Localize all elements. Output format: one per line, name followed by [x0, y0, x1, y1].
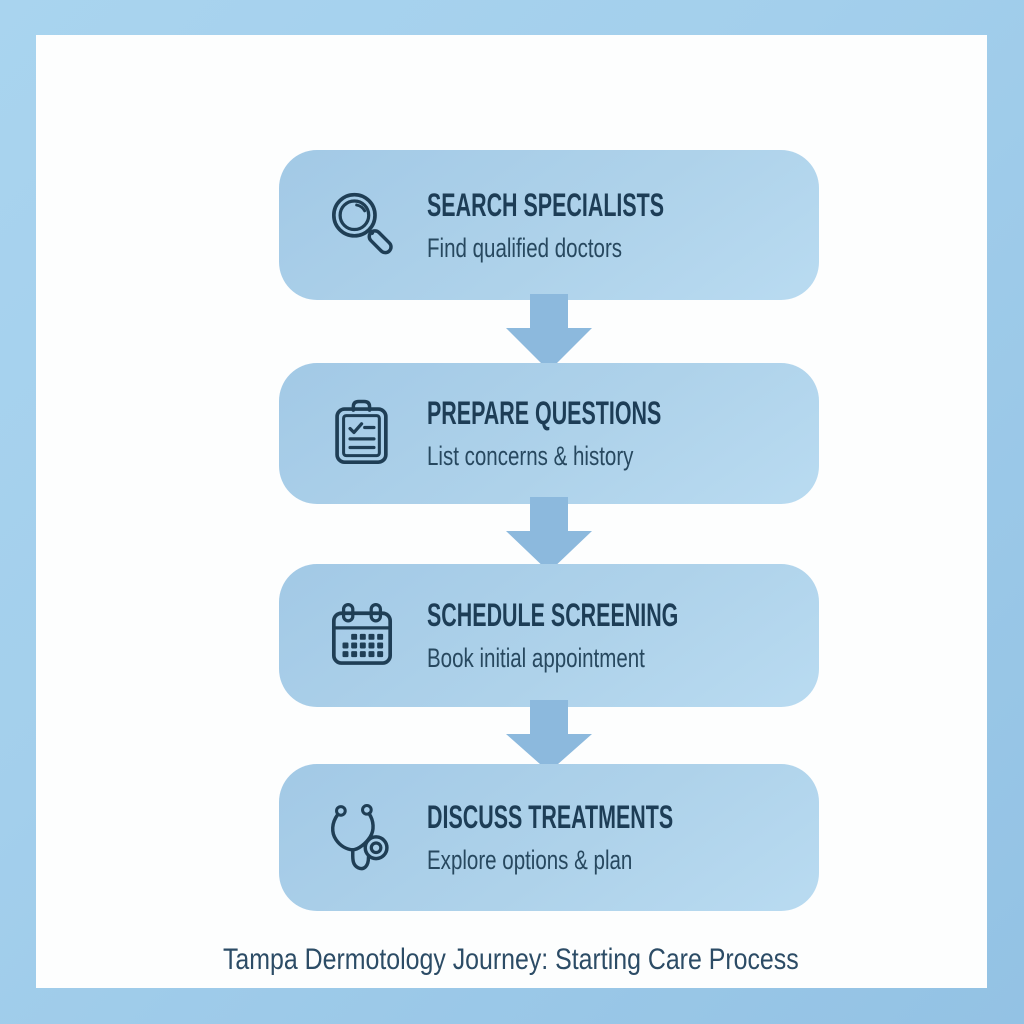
step-text-block: DISCUSS TREATMENTS Explore options & pla… [427, 799, 794, 876]
clipboard-icon [323, 395, 401, 473]
diagram-caption: Tampa Dermotology Journey: Starting Care… [72, 943, 950, 977]
step-text-block: PREPARE QUESTIONS List concerns & histor… [427, 395, 777, 472]
step-title: SEARCH SPECIALISTS [427, 186, 665, 223]
step-title: SCHEDULE SCREENING [427, 597, 679, 633]
step-card-discuss-treatments: DISCUSS TREATMENTS Explore options & pla… [279, 764, 819, 911]
step-text-block: SCHEDULE SCREENING Book initial appointm… [427, 597, 802, 674]
calendar-icon [323, 597, 401, 675]
step-subtitle: Find qualified doctors [427, 232, 623, 263]
down-arrow-icon [506, 497, 592, 572]
step-card-search-specialists: SEARCH SPECIALISTS Find qualified doctor… [279, 150, 819, 300]
step-title: PREPARE QUESTIONS [427, 395, 662, 431]
step-subtitle: Book initial appointment [427, 643, 645, 673]
down-arrow-icon [506, 294, 592, 371]
step-card-prepare-questions: PREPARE QUESTIONS List concerns & histor… [279, 363, 819, 504]
step-subtitle: Explore options & plan [427, 845, 633, 875]
step-card-schedule-screening: SCHEDULE SCREENING Book initial appointm… [279, 564, 819, 707]
diagram-caption-text: Tampa Dermotology Journey: Starting Care… [223, 943, 799, 976]
search-icon [323, 186, 401, 264]
step-text-block: SEARCH SPECIALISTS Find qualified doctor… [427, 187, 781, 264]
step-subtitle: List concerns & history [427, 441, 634, 471]
stethoscope-icon [323, 799, 401, 877]
step-title: DISCUSS TREATMENTS [427, 799, 674, 835]
content-panel: SEARCH SPECIALISTS Find qualified doctor… [36, 35, 987, 988]
down-arrow-icon [506, 700, 592, 772]
